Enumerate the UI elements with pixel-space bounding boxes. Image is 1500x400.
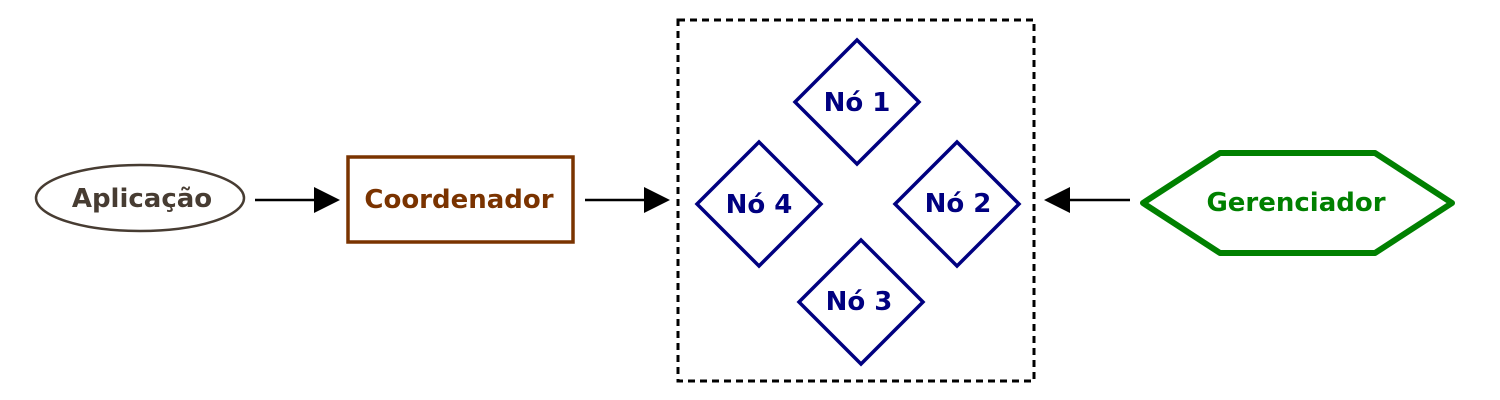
aplicacao-ellipse [34, 163, 246, 233]
arrowhead-icon [1044, 187, 1070, 213]
no1-diamond [792, 37, 922, 167]
edge-gerenciador-cluster [1044, 187, 1130, 213]
no2-diamond [892, 139, 1022, 269]
arrowhead-icon [644, 187, 670, 213]
no4-diamond [694, 139, 824, 269]
edge-coordenador-cluster [585, 187, 670, 213]
node-gerenciador: Gerenciador [1140, 150, 1455, 256]
gerenciador-label: Gerenciador [1206, 188, 1385, 218]
node-no4: Nó 4 [694, 139, 824, 269]
node-coordenador: Coordenador [346, 155, 575, 244]
edge-aplicacao-coordenador [255, 187, 340, 213]
gerenciador-hexagon [1140, 150, 1455, 256]
no3-diamond [796, 237, 926, 367]
no1-label: Nó 1 [824, 88, 891, 118]
coordenador-label: Coordenador [364, 185, 553, 215]
node-cluster [676, 18, 1036, 383]
no2-label: Nó 2 [925, 189, 992, 219]
no3-label: Nó 3 [826, 287, 893, 317]
node-no1: Nó 1 [792, 37, 922, 167]
node-no2: Nó 2 [892, 139, 1022, 269]
coordenador-box [346, 155, 575, 244]
aplicacao-label: Aplicação [72, 184, 212, 214]
node-no3: Nó 3 [796, 237, 926, 367]
no4-label: Nó 4 [726, 190, 793, 220]
arrowhead-icon [314, 187, 340, 213]
node-aplicacao: Aplicação [34, 163, 246, 233]
